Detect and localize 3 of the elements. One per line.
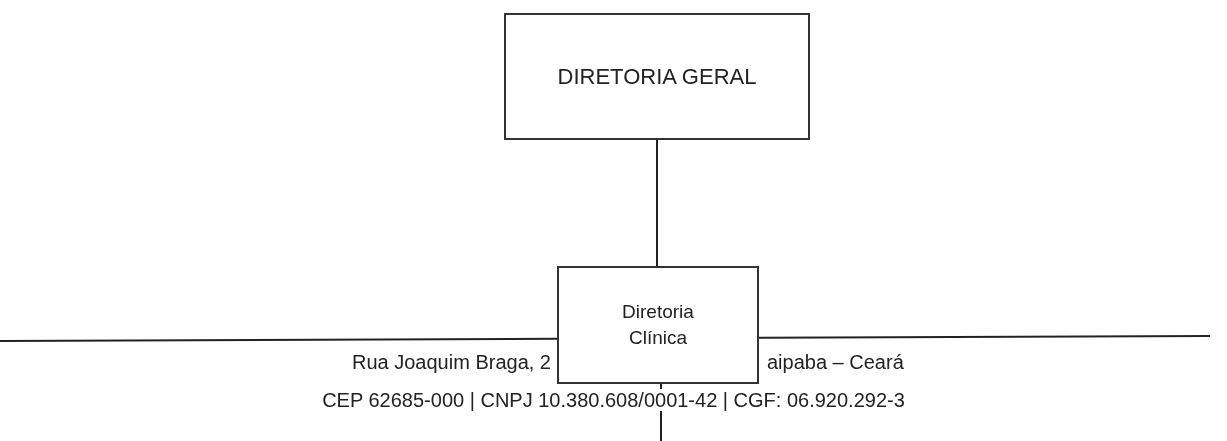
connector-line xyxy=(656,139,658,267)
org-box: Diretoria Clínica xyxy=(557,266,759,384)
org-box: DIRETORIA GERAL xyxy=(504,13,810,140)
